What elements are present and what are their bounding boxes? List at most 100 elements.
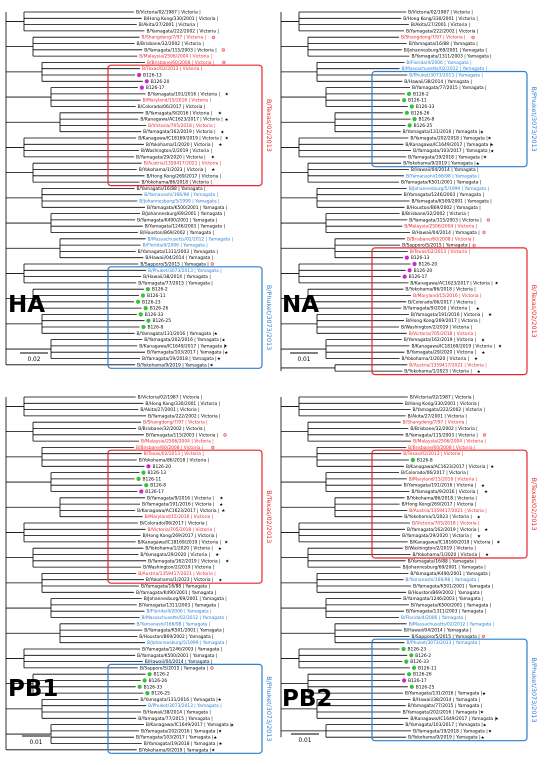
phuket-clade-box: [371, 70, 528, 168]
leaf-label: B/Kanagawa/AC1623/2017 | Victoria |: [140, 117, 222, 123]
leaf-label: B/Victoria/02/1987 | Victoria |: [408, 10, 473, 16]
leaf-label: B/Kanagawa/IC1649/2017 | Yamagata |: [139, 343, 225, 349]
phuket-clade-label: B/Phuket/3073/2013: [530, 657, 538, 722]
leaf-label: B/Yamanashi/166/98 | Yamagata |: [406, 173, 480, 179]
leaf-label: B/Florida/4/2006 | Yamagata |: [146, 609, 211, 615]
leaf-label: B/Yokohama/9/2019 | Yamagata |: [403, 161, 475, 167]
phuket-clade-box: [107, 266, 263, 369]
leaf-label: B/Victoria/705/2018 | Victoria |: [148, 123, 215, 129]
leaf-label: B126-20: [414, 268, 433, 274]
leaf-label: B/Yamagata/131/2016 | Yamagata |: [403, 129, 480, 135]
star-marker-icon: ★: [218, 546, 222, 552]
leaf-label: B/Yamanashi/166/98 | Yamagata |: [144, 192, 218, 198]
leaf-label: B/Malaysia/2506/2004 | Victoria |: [404, 224, 477, 230]
leaf-label: B/Yamagata/77/2015 | Yamagata |: [138, 280, 213, 286]
leaf-label: B/Yamagata/9/2016 | Victoria |: [403, 306, 470, 312]
leaf-label: B/Yokohama/1/2020 | Victoria |: [413, 552, 481, 558]
leaf-label: B/Victoria/705/2018 | Victoria |: [409, 331, 476, 337]
leaf-label: B126-33: [416, 104, 435, 110]
leaf-label: B/Brisbane/60/2008 | Victoria |: [147, 60, 214, 66]
texas-clade-box: [107, 449, 263, 584]
star-marker-icon: ★: [220, 496, 224, 502]
star-marker-icon: ★: [218, 697, 222, 703]
yamagata-sample-dot-icon: [409, 684, 414, 689]
star-marker-icon: ★: [217, 356, 221, 362]
yamagata-sample-dot-icon: [406, 91, 412, 96]
leaf-label: B/Yamagata/202/2016 | Yamagata |: [403, 710, 480, 716]
leaf-label: B/Hawaii/38/2014 | Yamagata |: [404, 79, 472, 85]
leaf-label: B/Hawaii/04/2014 | Yamagata |: [145, 659, 213, 665]
star-marker-icon: ★: [495, 716, 499, 722]
yamagata-sample-dot-icon: [135, 299, 141, 304]
yamagata-sample-dot-icon: [404, 659, 409, 664]
star-marker-icon: ★: [481, 337, 485, 343]
yamagata-sample-dot-icon: [141, 324, 146, 330]
leaf-label: B/Yokohama/1/2023 | Victoria |: [146, 577, 214, 583]
star-marker-icon: ★: [224, 540, 228, 546]
na-tree-panel: B/Victoria/02/1987 | Victoria |B/Hong Ko…: [280, 10, 538, 376]
star-marker-icon: ★: [218, 111, 222, 117]
leaf-label: B/Yamagata/222/2002 | Victoria |: [413, 407, 485, 413]
leaf-label: B/Maryland/15/2016 | Victoria |: [145, 514, 213, 520]
cross-marker-icon: ❂: [221, 48, 225, 54]
star-marker-icon: ★: [218, 142, 222, 148]
yamagata-sample-dot-icon: [145, 691, 150, 696]
star-marker-icon: ★: [484, 527, 488, 533]
leaf-label: B/Texas/02/2013 | Victoria |: [410, 249, 470, 255]
star-marker-icon: ★: [474, 356, 478, 362]
leaf-label: B/Yamagata/1311/2003 | Yamagata |: [406, 609, 486, 615]
leaf-label: B/Yamagata/202/2018 | Yamagata |: [410, 136, 487, 142]
leaf-label: B/Victoria/02/1987 | Victoria |: [136, 10, 201, 16]
leaf-label: B/Akita/27/2001 | Victoria |: [411, 22, 470, 28]
leaf-label: B/Yamagata/191/2016 | Victoria |: [411, 312, 483, 318]
phuket-clade-label: B/Phuket/3073/2013: [530, 86, 538, 151]
victoria-sample-dot-icon: [412, 261, 417, 267]
star-marker-icon: ★: [221, 508, 225, 514]
star-marker-icon: ★: [496, 540, 500, 546]
leaf-label: B/Victoria/705/2018 | Victoria |: [148, 527, 215, 533]
leaf-label: B/Hawaii/04/2014 | Yamagata |: [145, 255, 213, 261]
yamagata-sample-dot-icon: [141, 470, 146, 475]
leaf-label: B/Yokohama/1/2020 | Victoria |: [402, 356, 470, 362]
victoria-sample-dot-icon: [402, 678, 407, 683]
leaf-label: B126-13: [148, 470, 167, 476]
leaf-label: B/Yokohama/1/2020 | Victoria |: [145, 546, 213, 552]
leaf-label: B/Yamagata/K500/2001 | Yamagata |: [411, 199, 491, 205]
cross-marker-icon: ❂: [486, 218, 490, 224]
yamagata-sample-dot-icon: [410, 457, 415, 463]
leaf-label: B/Colorado/06/2017 | Victoria |: [401, 470, 469, 476]
leaf-label: B/Yamagata/222/2002 | Victoria |: [146, 28, 218, 34]
leaf-label: B/Yamagata/29/2020 | Victoria |: [407, 350, 477, 356]
leaf-label: B/Massachusetts/02/2012 | Yamagata |: [409, 621, 494, 627]
yamagata-sample-dot-icon: [142, 678, 147, 683]
leaf-label: B/Washington/2/2019 | Victoria |: [141, 148, 212, 154]
leaf-label: B/Victoria/02/1987 | Victoria |: [138, 395, 203, 401]
leaf-label: B/Victoria/02/1987 | Victoria |: [410, 395, 475, 401]
star-marker-icon: ★: [480, 710, 484, 716]
yamagata-sample-dot-icon: [143, 306, 148, 311]
leaf-label: B126-26: [411, 110, 430, 116]
leaf-label: B/Sapporo/5/2015 | Yamagata |: [402, 243, 470, 249]
leaf-label: B/Kanagawa/AC1623/2017 | Victoria |: [137, 508, 219, 514]
leaf-label: B/Johannesburg/5/1999 | Yamagata |: [139, 199, 219, 205]
leaf-label: B/Yamagata/191/2016 | Victoria |: [148, 91, 220, 97]
scale-bar-label: 0.01: [299, 738, 312, 744]
leaf-label: B/Washington/2/2019 | Victoria |: [405, 546, 476, 552]
yamagata-sample-dot-icon: [144, 483, 149, 488]
leaf-label: B126-2: [413, 91, 429, 97]
leaf-label: B/Yamagata/191/2016 | Victoria |: [142, 502, 214, 508]
leaf-label: B/Yamagata/115/2003 | Victoria |: [409, 217, 481, 223]
leaf-label: B/Hong Kong/269/2017 | Victoria |: [143, 533, 218, 539]
leaf-label: B/Sapporo/5/2015 | Yamagata |: [140, 262, 208, 268]
leaf-label: B/Yamagata/16/88 | Yamagata |: [137, 186, 206, 192]
leaf-label: B/Yamanashi/166/98 | Yamagata |: [137, 621, 211, 627]
leaf-label: B/Hong Kong/330/2001 | Victoria |: [403, 16, 478, 22]
star-marker-icon: ★: [213, 735, 217, 741]
leaf-label: B/Sapporo/5/2015 | Yamagata |: [411, 634, 479, 640]
leaf-label: B126-25: [416, 684, 435, 690]
leaf-label: B/Houston/B69/2002 | Yamagata |: [140, 230, 214, 236]
leaf-label: B/Yokohama/86/2018 | Victoria |: [405, 287, 475, 293]
victoria-sample-dot-icon: [139, 489, 144, 494]
leaf-label: B/Akita/27/2001 | Victoria |: [140, 407, 199, 413]
leaf-label: B/Shangdong/7/97 | Victoria |: [403, 420, 468, 426]
